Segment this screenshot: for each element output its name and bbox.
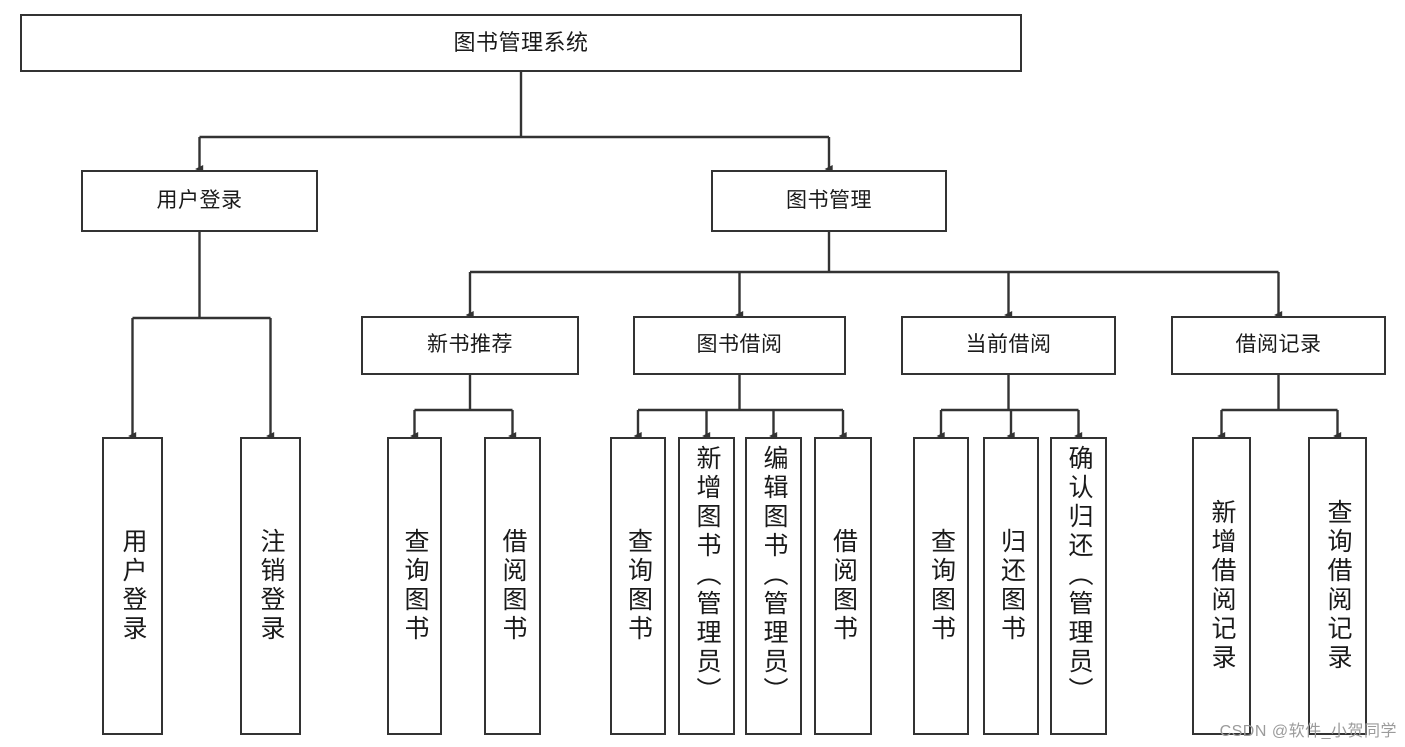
node-user-login[interactable]: 用户登录 bbox=[81, 170, 318, 232]
node-leaf-add-record[interactable]: 新增借阅记录 bbox=[1192, 437, 1251, 735]
node-new-book-rec-label: 新书推荐 bbox=[427, 333, 513, 357]
node-leaf-query-record[interactable]: 查询借阅记录 bbox=[1308, 437, 1367, 735]
node-root[interactable]: 图书管理系统 bbox=[20, 14, 1022, 72]
node-user-login-label: 用户登录 bbox=[156, 188, 243, 212]
node-borrow-record[interactable]: 借阅记录 bbox=[1171, 316, 1386, 375]
node-leaf-user-login-label: 用户登录 bbox=[119, 528, 147, 644]
node-leaf-query-record-label: 查询借阅记录 bbox=[1324, 499, 1352, 673]
node-new-book-rec[interactable]: 新书推荐 bbox=[361, 316, 579, 375]
node-current-borrow-label: 当前借阅 bbox=[965, 333, 1052, 357]
node-book-borrow-label: 图书借阅 bbox=[696, 333, 783, 357]
node-book-borrow[interactable]: 图书借阅 bbox=[633, 316, 846, 375]
node-leaf-borrow-book-2-label: 借阅图书 bbox=[829, 528, 858, 644]
node-leaf-query-book-2[interactable]: 查询图书 bbox=[610, 437, 666, 735]
node-borrow-record-label: 借阅记录 bbox=[1235, 333, 1322, 357]
node-leaf-logout-label: 注销登录 bbox=[257, 528, 285, 644]
node-leaf-return-book[interactable]: 归还图书 bbox=[983, 437, 1039, 735]
node-leaf-borrow-book-2[interactable]: 借阅图书 bbox=[814, 437, 872, 735]
node-leaf-add-book[interactable]: 新增图书（管理员） bbox=[678, 437, 735, 735]
node-leaf-edit-book[interactable]: 编辑图书（管理员） bbox=[745, 437, 802, 735]
node-leaf-query-book-2-label: 查询图书 bbox=[624, 528, 653, 644]
node-leaf-logout[interactable]: 注销登录 bbox=[240, 437, 301, 735]
node-root-label: 图书管理系统 bbox=[453, 30, 589, 56]
node-leaf-user-login[interactable]: 用户登录 bbox=[102, 437, 163, 735]
node-leaf-query-book-1-label: 查询图书 bbox=[401, 528, 429, 644]
node-leaf-borrow-book-1[interactable]: 借阅图书 bbox=[484, 437, 541, 735]
node-leaf-borrow-book-1-label: 借阅图书 bbox=[499, 528, 527, 644]
node-leaf-query-book-1[interactable]: 查询图书 bbox=[387, 437, 442, 735]
node-book-manage[interactable]: 图书管理 bbox=[711, 170, 947, 232]
node-leaf-query-book-3[interactable]: 查询图书 bbox=[913, 437, 969, 735]
node-leaf-add-book-label: 新增图书（管理员） bbox=[693, 445, 721, 706]
watermark-text: CSDN @软件_小贺同学 bbox=[1219, 723, 1397, 740]
node-leaf-add-record-label: 新增借阅记录 bbox=[1208, 499, 1236, 673]
node-leaf-edit-book-label: 编辑图书（管理员） bbox=[760, 445, 788, 706]
node-leaf-confirm-return[interactable]: 确认归还（管理员） bbox=[1050, 437, 1107, 735]
node-leaf-confirm-return-label: 确认归还（管理员） bbox=[1065, 445, 1093, 706]
node-current-borrow[interactable]: 当前借阅 bbox=[901, 316, 1116, 375]
node-leaf-return-book-label: 归还图书 bbox=[997, 528, 1026, 644]
node-book-manage-label: 图书管理 bbox=[786, 188, 872, 212]
node-leaf-query-book-3-label: 查询图书 bbox=[927, 528, 956, 644]
